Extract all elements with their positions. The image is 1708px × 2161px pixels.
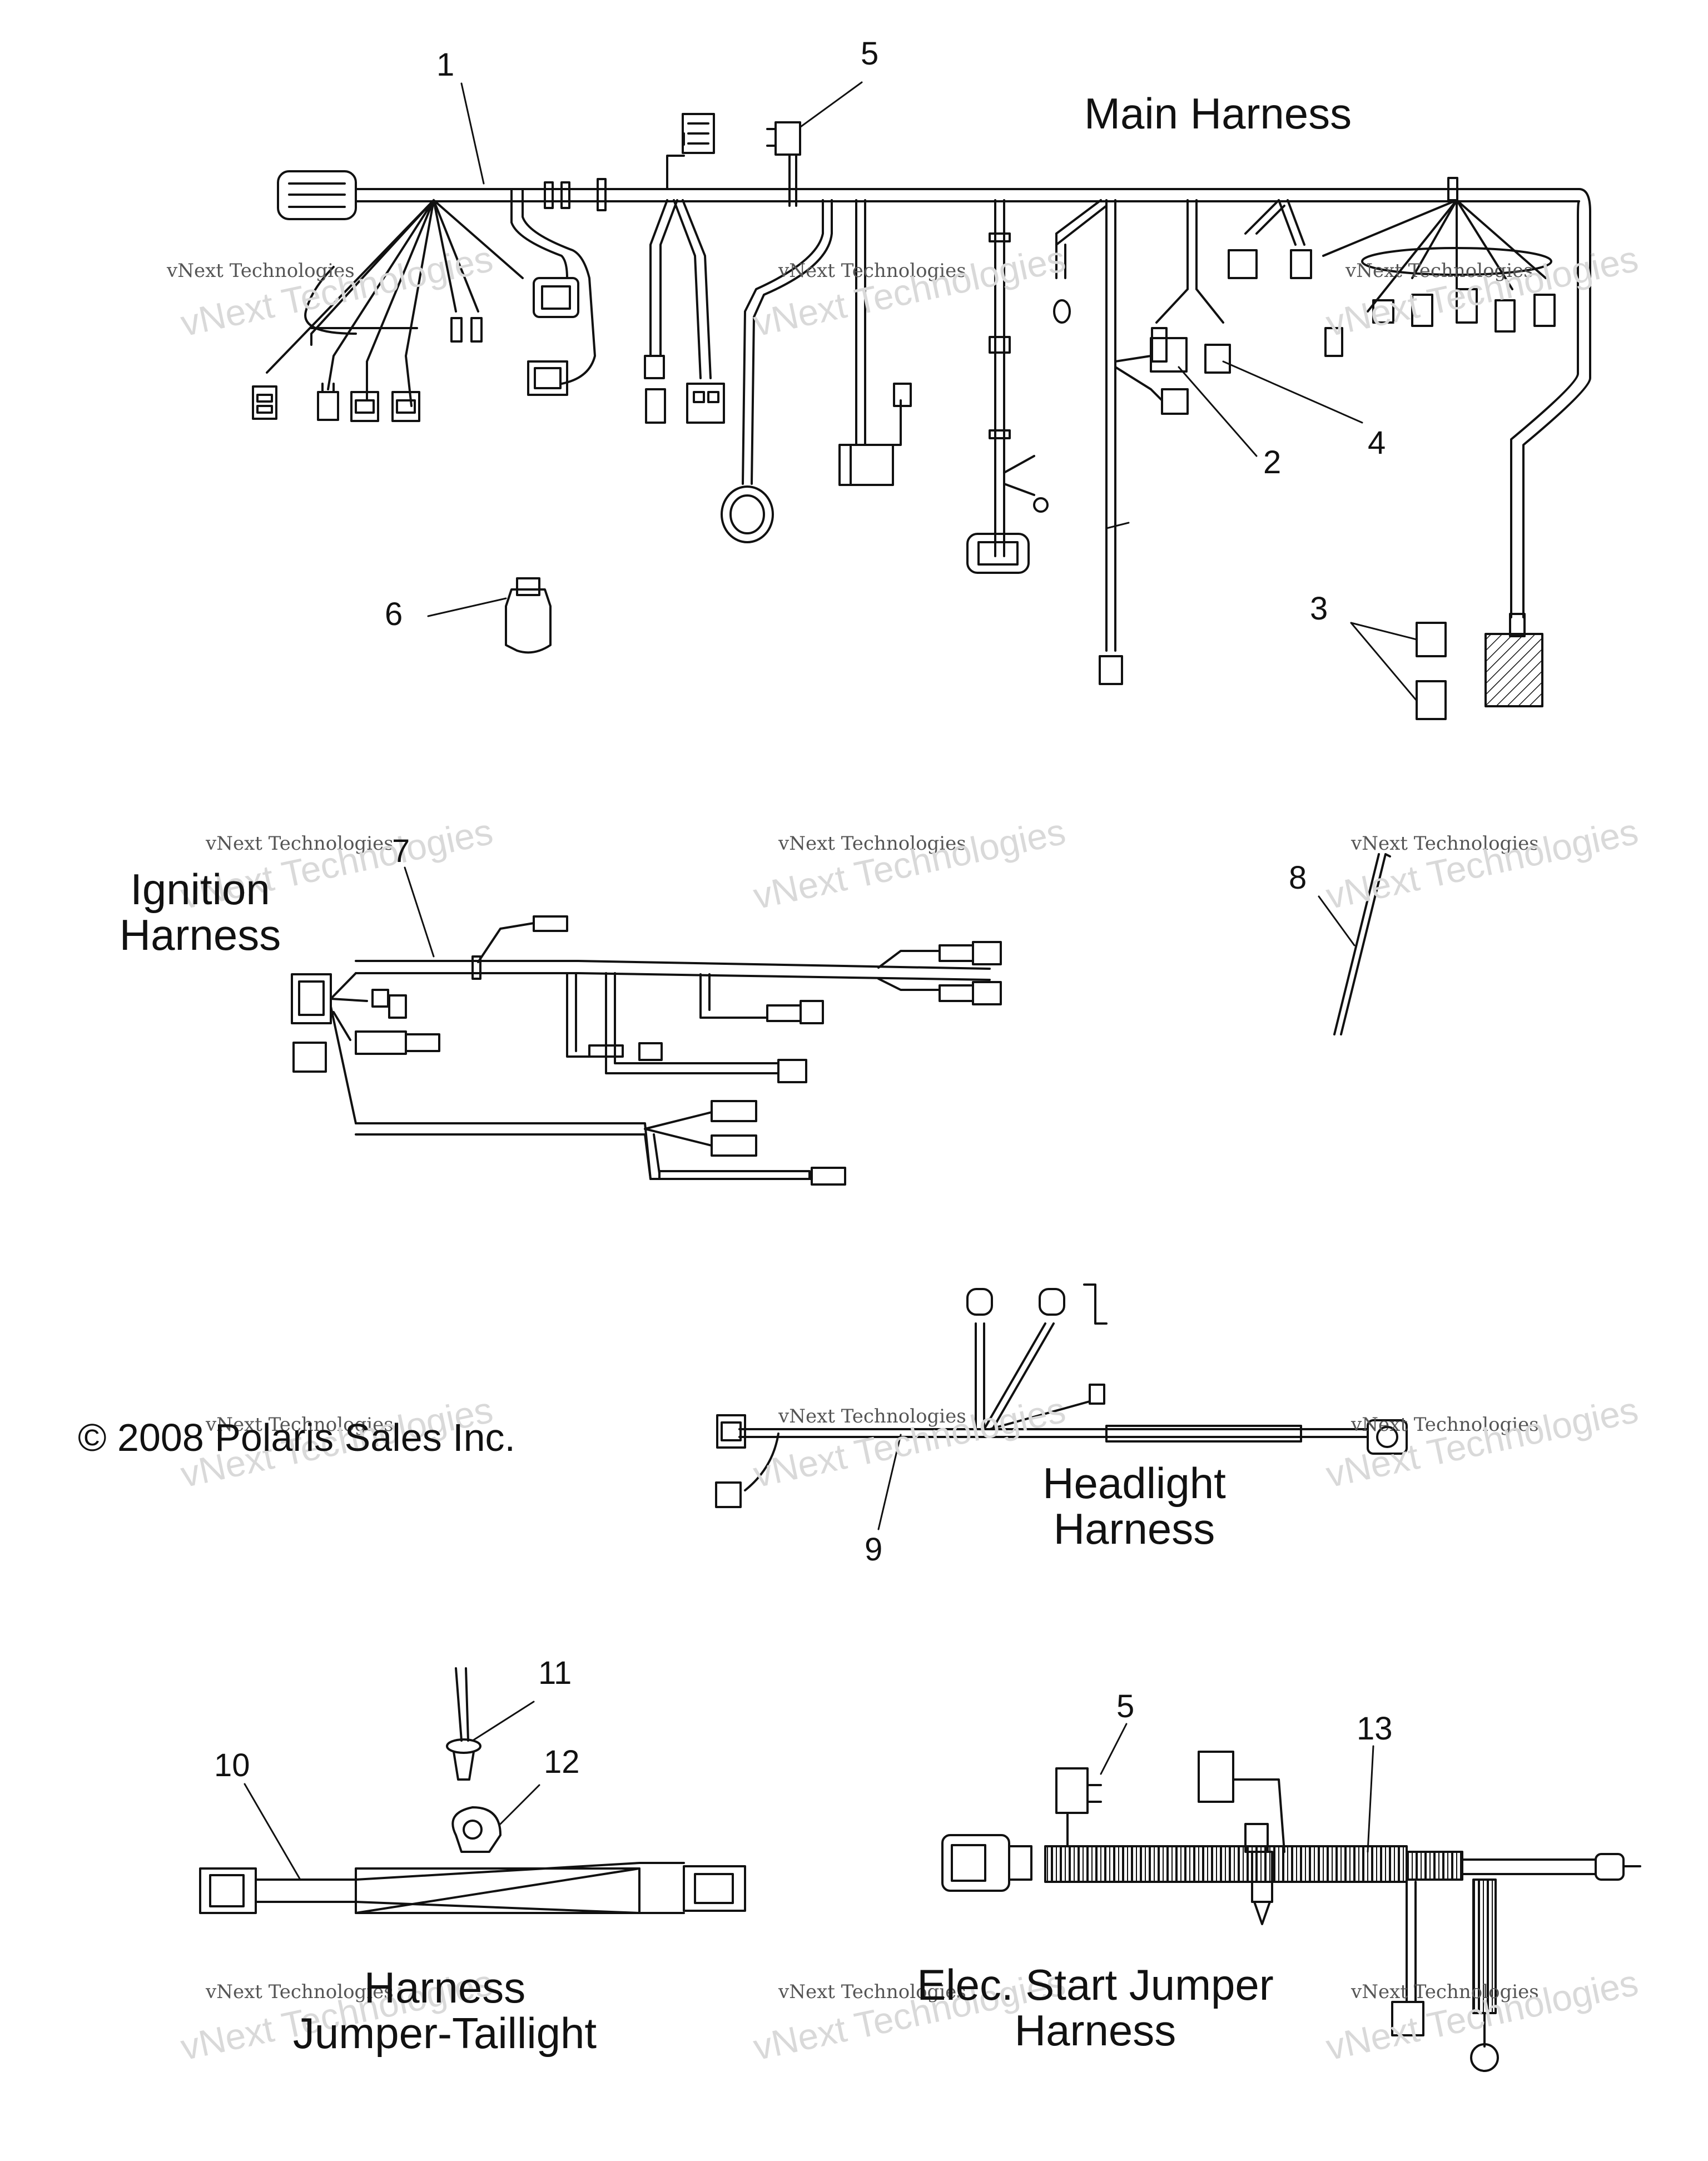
relay-pair xyxy=(1416,622,1447,720)
title-ignition-harness: Ignition Harness xyxy=(114,868,286,956)
connector-socket xyxy=(527,277,579,396)
title-ignition-line1: Ignition xyxy=(130,865,270,914)
watermark-text: vNext Technologies xyxy=(778,1405,966,1428)
connector-item6 xyxy=(505,577,552,654)
callout-5-top: 5 xyxy=(861,36,879,72)
copyright-notice: © 2008 Polaris Sales Inc. xyxy=(78,1416,515,1459)
watermark-text: vNext Technologies xyxy=(1351,1981,1539,2003)
callout-13: 13 xyxy=(1357,1711,1393,1747)
push-pin xyxy=(446,1667,481,1781)
watermark-text: vNext Technologies xyxy=(1345,260,1533,282)
relay-top xyxy=(766,121,801,207)
leader-line-5-bottom xyxy=(1100,1723,1128,1775)
headlight-small-connector xyxy=(715,1481,742,1508)
leader-line-9 xyxy=(877,1434,902,1530)
leader-lines-main xyxy=(427,81,1418,702)
main-harness-left-connector xyxy=(277,170,357,220)
watermark-text: vNext Technologies xyxy=(1351,1414,1539,1436)
main-harness-right-branch xyxy=(1510,188,1591,618)
relay-bottom xyxy=(1055,1767,1102,1847)
leader-line-11 xyxy=(471,1701,535,1742)
callout-12: 12 xyxy=(544,1744,580,1780)
callout-5-bottom: 5 xyxy=(1116,1688,1135,1724)
callout-2: 2 xyxy=(1263,444,1282,480)
leader-line-10 xyxy=(244,1783,301,1881)
elec-start-harness xyxy=(941,1751,1641,2072)
callout-3: 3 xyxy=(1310,591,1328,627)
leader-line-13 xyxy=(1367,1745,1374,1853)
callout-10: 10 xyxy=(214,1747,250,1783)
title-headlight-harness: Headlight Harness xyxy=(1034,1461,1234,1550)
title-main-harness: Main Harness xyxy=(1084,89,1352,138)
watermark-text: vNext Technologies xyxy=(206,1414,394,1436)
fuse-holder xyxy=(1198,1751,1285,1925)
watermark-text: vNext Technologies xyxy=(778,1981,966,2003)
p-clip xyxy=(451,1806,502,1853)
main-harness-trunk xyxy=(355,188,1580,202)
sensor-box xyxy=(838,444,894,486)
leader-line-8 xyxy=(1318,895,1356,946)
title-taillight-line2: Jumper-Taillight xyxy=(292,2009,597,2058)
ignition-left-connector xyxy=(291,973,332,1024)
round-connector xyxy=(721,485,774,543)
main-harness xyxy=(252,113,1591,720)
watermark-text: vNext Technologies xyxy=(206,1981,394,2003)
title-ignition-line2: Harness xyxy=(119,910,281,959)
callout-9: 9 xyxy=(865,1531,883,1568)
callout-4: 4 xyxy=(1368,425,1386,461)
leader-line-12 xyxy=(499,1784,540,1825)
callout-8: 8 xyxy=(1289,860,1307,896)
watermark-text: vNext Technologies xyxy=(778,260,966,282)
title-taillight-line1: Harness xyxy=(364,1963,526,2012)
connector-small xyxy=(252,317,483,422)
tie-strap xyxy=(1333,853,1391,1035)
watermark-text: vNext Technologies xyxy=(778,832,966,855)
watermark-text: vNext Technologies xyxy=(1351,832,1539,855)
hatched-block xyxy=(1484,633,1543,707)
multi-pin-connector xyxy=(966,533,1030,574)
title-headlight-line1: Headlight xyxy=(1042,1459,1226,1508)
title-elec-start-harness: Elec. Start Jumper Harness xyxy=(912,1963,1279,2052)
watermark-text: vNext Technologies xyxy=(206,832,394,855)
ignition-harness xyxy=(291,915,1002,1186)
title-taillight-harness: Harness Jumper-Taillight xyxy=(272,1966,617,2055)
callout-11: 11 xyxy=(538,1655,572,1691)
callout-7: 7 xyxy=(392,833,410,869)
top-connector xyxy=(682,113,715,154)
leader-line-7 xyxy=(404,866,435,958)
title-headlight-line2: Harness xyxy=(1053,1504,1215,1553)
callout-6: 6 xyxy=(385,596,403,632)
title-elec-start-line1: Elec. Start Jumper xyxy=(917,1960,1274,2009)
headlight-left-connector xyxy=(716,1414,746,1449)
taillight-jumper-harness xyxy=(199,1862,746,1914)
title-elec-start-line2: Harness xyxy=(1014,2006,1176,2055)
headlight-harness xyxy=(715,1283,1408,1508)
callout-1: 1 xyxy=(436,47,455,83)
watermark-text: vNext Technologies xyxy=(167,260,355,282)
elec-start-left-connector xyxy=(941,1834,1010,1892)
headlight-right-connector xyxy=(1367,1419,1408,1455)
